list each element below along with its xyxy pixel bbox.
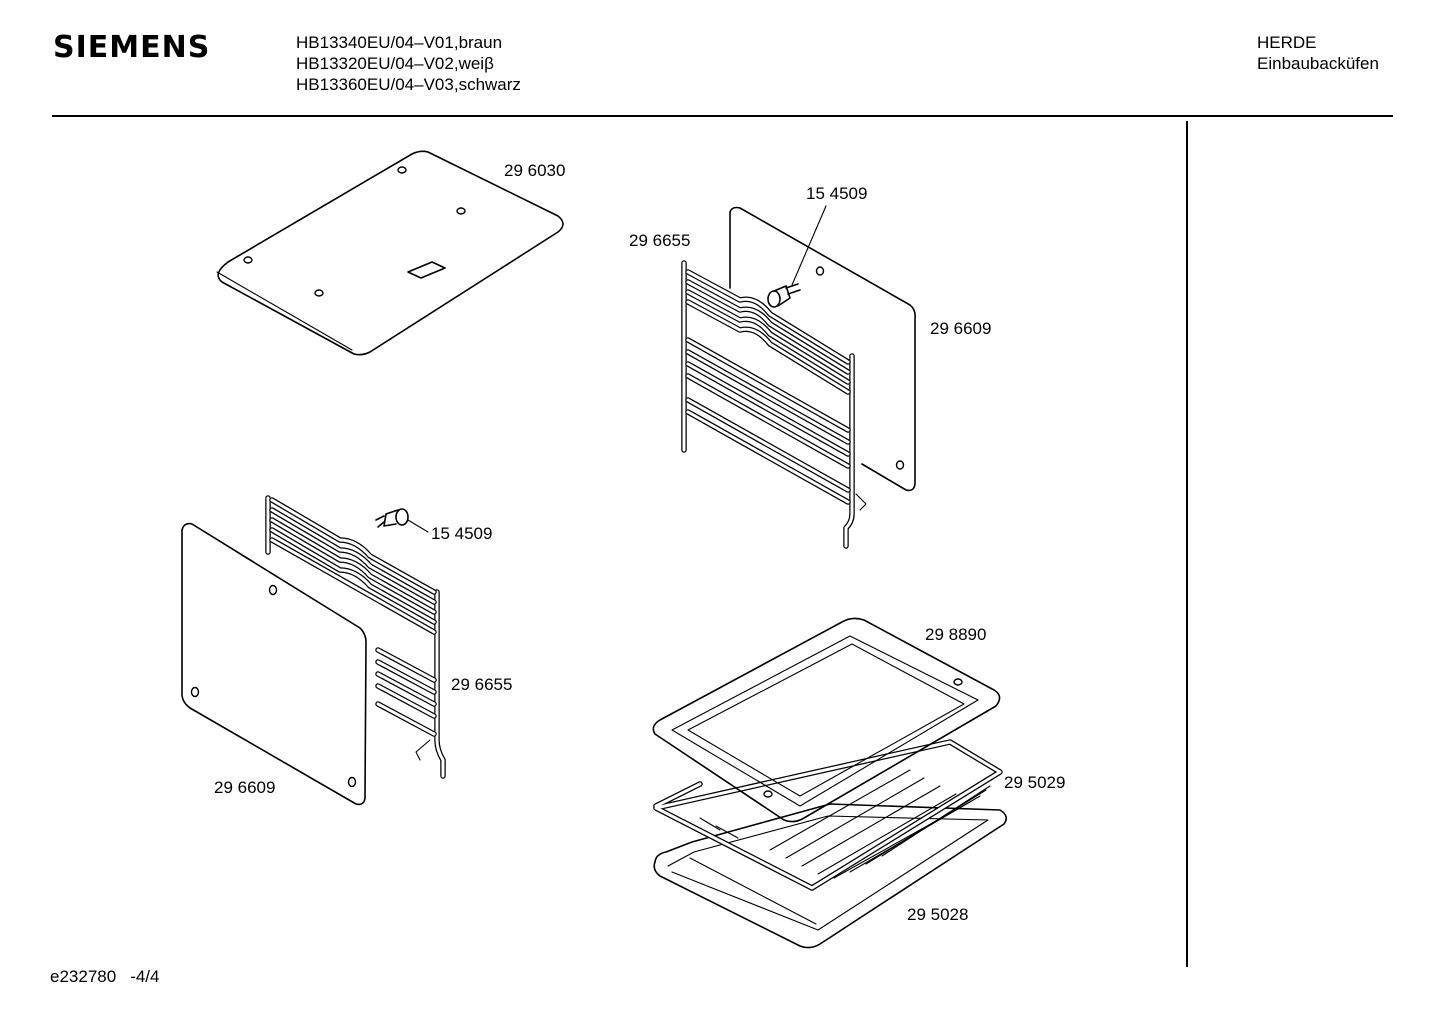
rack-left-drawing [265, 495, 446, 779]
header-divider [52, 115, 1393, 117]
footer: e232780 -4/4 [50, 967, 159, 987]
model-line: HB13320EU/04–V02,weiβ [296, 54, 494, 73]
category-block: HERDE Einbaubacküfen [1257, 32, 1379, 74]
side-divider [1186, 121, 1188, 967]
category-title: HERDE [1257, 33, 1317, 52]
part-number-label: 29 5029 [1004, 773, 1065, 792]
cover-plate-drawing [216, 150, 564, 356]
side-panel-right-drawing [729, 206, 916, 492]
model-list: HB13340EU/04–V01,braun HB13320EU/04–V02,… [296, 32, 521, 95]
model-line: HB13360EU/04–V03,schwarz [296, 75, 521, 94]
screw-right-drawing [767, 205, 827, 308]
doc-id: e232780 [50, 967, 117, 986]
part-number-label: 29 6609 [214, 778, 275, 797]
baking-tray-drawing [652, 617, 1001, 823]
brand-logo: SIEMENS [53, 30, 211, 65]
category-subtitle: Einbaubacküfen [1257, 54, 1379, 73]
part-number-label: 29 6655 [629, 231, 690, 250]
part-number-label: 29 6655 [451, 675, 512, 694]
screw-left-drawing [375, 508, 429, 533]
part-number-label: 29 5028 [907, 905, 968, 924]
part-number-label: 29 6030 [504, 161, 565, 180]
part-number-label: 15 4509 [431, 524, 492, 543]
drip-pan-drawing [653, 803, 1008, 949]
page-number: -4/4 [130, 967, 160, 986]
model-line: HB13340EU/04–V01,braun [296, 33, 503, 52]
grill-rack-drawing [653, 739, 1003, 891]
part-number-label: 29 8890 [925, 625, 986, 644]
part-number-label: 15 4509 [806, 184, 867, 203]
part-number-label: 29 6609 [930, 319, 991, 338]
rack-right-drawing [681, 260, 867, 549]
side-panel-left-drawing [181, 522, 367, 806]
